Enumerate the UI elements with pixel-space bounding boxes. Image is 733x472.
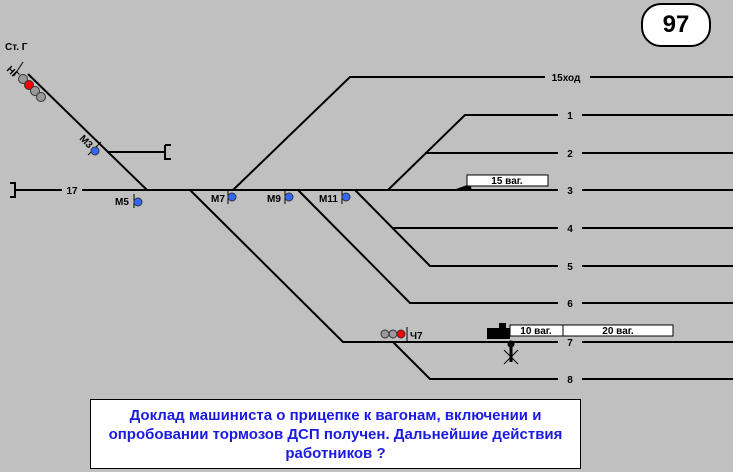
track-7-label: 7 (567, 338, 573, 349)
station-label: Ст. Г (5, 42, 28, 53)
track-8-label: 8 (567, 375, 573, 386)
signal-ng-lamp (18, 74, 28, 84)
track-17-label: 17 (66, 186, 78, 197)
question-text: Доклад машиниста о прицепке к вагонам, в… (108, 406, 563, 462)
track-15-label: 15ход (552, 73, 581, 84)
signal-ch7-red-lamp (396, 329, 406, 339)
signal-m3-lamp (90, 146, 100, 156)
signal-m5-lamp (133, 197, 143, 207)
track-3-label: 3 (567, 186, 573, 197)
signal-m9-lamp (284, 192, 294, 202)
track-1-label: 1 (567, 111, 573, 122)
track-6-label: 6 (567, 299, 573, 310)
task-number-badge: 97 (641, 3, 711, 47)
signal-ng-lamp (36, 92, 46, 102)
signal-m11-lamp (341, 192, 351, 202)
signal-ng-lamp (30, 86, 40, 96)
dead-end-17 (10, 182, 16, 198)
signal-ch7-label: Ч7 (410, 331, 423, 342)
track-5-label: 5 (567, 262, 573, 273)
wagons-track7-a-label: 10 ваг. (520, 326, 552, 337)
track-1-line (387, 114, 733, 191)
signal-ch7-lamp (380, 329, 390, 339)
signal-m5-label: М5 (115, 197, 129, 208)
wagons-track7-b (562, 324, 674, 337)
wagons-track3 (466, 174, 549, 187)
track-7-line (189, 189, 733, 343)
track-8-line (392, 341, 733, 380)
signal-m7-lamp (227, 192, 237, 202)
signal-m7-label: М7 (211, 194, 225, 205)
signal-m9-label: М9 (267, 194, 281, 205)
track-4-label: 4 (567, 224, 573, 235)
locomotive-icon (487, 323, 510, 339)
track-2-label: 2 (567, 149, 573, 160)
signal-ch7-lamp (388, 329, 398, 339)
track-5-line (354, 189, 733, 267)
track-ng-diagonal (27, 73, 148, 191)
signal-m11-label: М11 (319, 194, 338, 205)
wagons-track3-label: 15 ваг. (491, 176, 523, 187)
signal-ng-red-lamp (24, 80, 34, 90)
track-6-line (297, 189, 733, 304)
question-box: Доклад машиниста о прицепке к вагонам, в… (90, 399, 581, 469)
dead-end-m3 (107, 144, 171, 160)
worker-icon (503, 340, 519, 365)
wagons-track7-b-label: 20 ваг. (602, 326, 634, 337)
track-15-line (232, 76, 733, 191)
